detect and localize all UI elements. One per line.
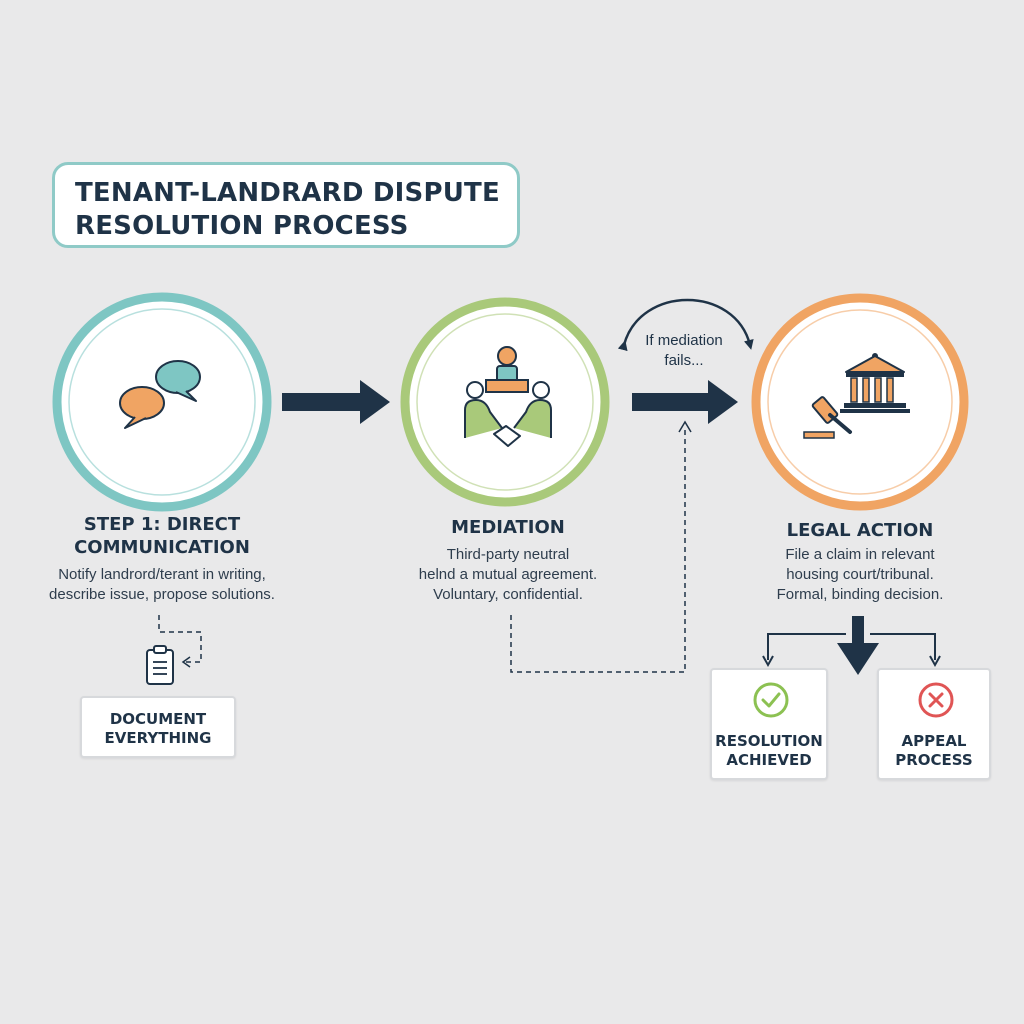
mediation-desc-line-1: Third-party neutral: [446, 546, 570, 563]
speech-bubbles-icon: [119, 360, 201, 429]
legal-action-title-line-1: LEGAL ACTION: [786, 520, 934, 541]
arrow-mediation-to-legal: [632, 380, 738, 424]
step-1-title-line-1: STEP 1: DIRECT: [83, 514, 241, 535]
step-1-desc-line-1: Notify landrord/terant in writing,: [58, 566, 266, 583]
arrow-step1-to-mediation: [282, 380, 390, 424]
dashed-document-arrowhead: [181, 656, 191, 668]
mediation-description: Third-party neutral helnd a mutual agree…: [398, 545, 618, 605]
clipboard-icon: [146, 645, 174, 685]
title-line-1: TENANT-LANDRARD DISPUTE: [75, 178, 500, 208]
appeal-line-2: PROCESS: [895, 751, 973, 769]
step-1-title-line-2: COMMUNICATION: [74, 537, 250, 558]
curved-loop-arrow: [617, 298, 754, 352]
title-box: TENANT-LANDRARD DISPUTE RESOLUTION PROCE…: [52, 162, 520, 248]
legal-outcome-arrows: [762, 616, 941, 675]
mediation-title-line-1: MEDIATION: [451, 517, 565, 538]
mediation-fails-line-2: fails...: [664, 352, 704, 369]
mediation-desc-line-3: Voluntary, confidential.: [433, 586, 583, 603]
step-1-description: Notify landrord/terant in writing, descr…: [22, 565, 302, 605]
legal-action-circle: [751, 293, 969, 511]
document-box-line-1: DOCUMENT: [109, 710, 207, 728]
resolution-line-2: ACHIEVED: [726, 751, 812, 769]
mediation-circle: [400, 297, 610, 507]
mediation-fails-note: If mediation fails...: [622, 331, 746, 371]
step-1-title: STEP 1: DIRECT COMMUNICATION: [42, 513, 282, 559]
x-circle-icon: [918, 682, 954, 718]
document-everything-box: DOCUMENT EVERYTHING: [80, 696, 236, 758]
legal-action-desc-line-3: Formal, binding decision.: [776, 586, 944, 603]
check-circle-icon: [753, 682, 789, 718]
appeal-line-1: APPEAL: [901, 732, 967, 750]
dashed-document-connector: [158, 615, 202, 663]
mediation-desc-line-2: helnd a mutual agreement.: [418, 566, 598, 583]
dashed-feedback-arrowhead: [678, 420, 692, 433]
resolution-line-1: RESOLUTION: [715, 732, 823, 750]
legal-action-description: File a claim in relevant housing court/t…: [750, 545, 970, 605]
dashed-feedback-path: [510, 428, 686, 673]
document-box-line-2: EVERYTHING: [104, 729, 212, 747]
mediation-fails-line-1: If mediation: [645, 332, 723, 349]
mediation-title: MEDIATION: [398, 516, 618, 539]
legal-action-desc-line-1: File a claim in relevant: [785, 546, 935, 563]
step-1-desc-line-2: describe issue, propose solutions.: [49, 586, 275, 603]
mediation-handshake-icon: [464, 346, 552, 447]
legal-action-title: LEGAL ACTION: [750, 519, 970, 542]
courthouse-gavel-icon: [803, 353, 910, 439]
appeal-process-box: APPEAL PROCESS: [877, 668, 991, 780]
legal-action-desc-line-2: housing court/tribunal.: [786, 566, 934, 583]
title-line-2: RESOLUTION PROCESS: [75, 211, 409, 241]
resolution-achieved-box: RESOLUTION ACHIEVED: [710, 668, 828, 780]
